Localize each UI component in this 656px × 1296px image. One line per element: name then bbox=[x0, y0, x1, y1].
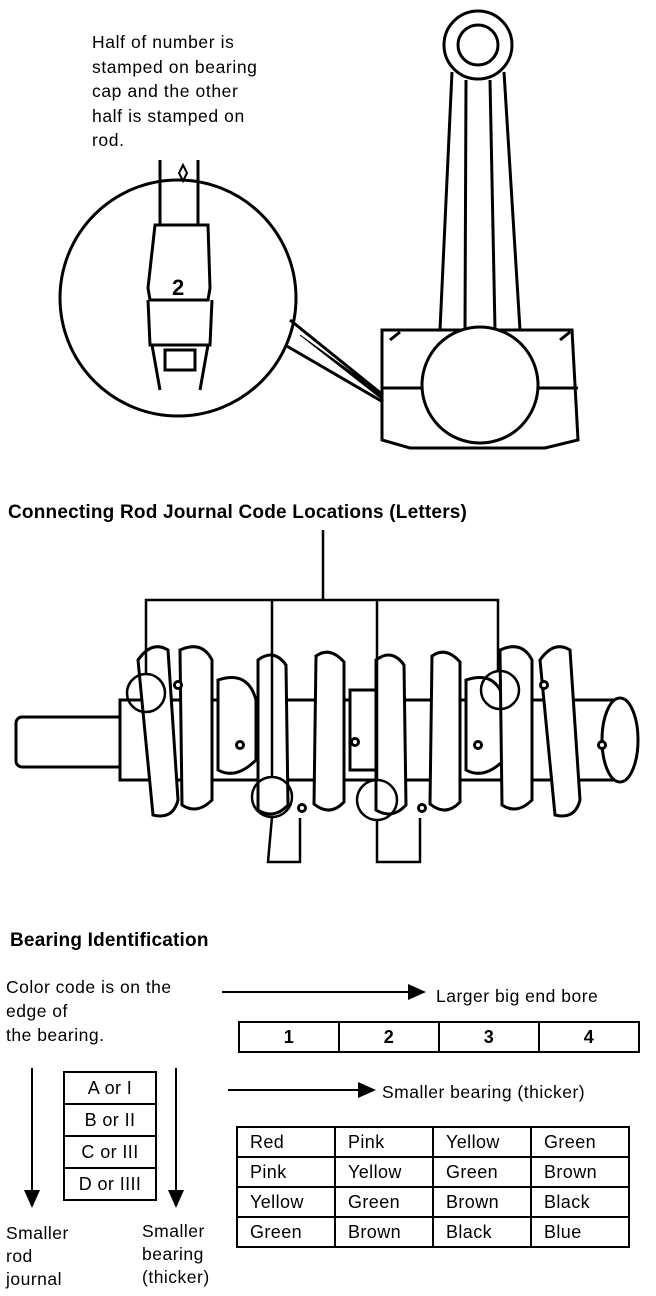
svg-text:2: 2 bbox=[172, 275, 184, 300]
bore-size-cell: 4 bbox=[538, 1021, 640, 1053]
larger-bore-label: Larger big end bore bbox=[436, 986, 599, 1006]
stamp-note: Half of number is stamped on bearing cap… bbox=[92, 32, 258, 150]
color-code-note: Color code is on the edge of the bearing… bbox=[6, 977, 172, 1045]
color-cell: Green bbox=[334, 1186, 434, 1218]
color-cell: Green bbox=[432, 1156, 532, 1188]
color-cell: Brown bbox=[432, 1186, 532, 1218]
color-cell: Red bbox=[236, 1126, 336, 1158]
color-cell: Brown bbox=[530, 1156, 630, 1188]
stamp-magnifier: 2 bbox=[58, 160, 384, 418]
crank-heading: Connecting Rod Journal Code Locations (L… bbox=[8, 502, 468, 523]
bearing-color-table: Red Pink Yellow Green Pink Yellow Green … bbox=[236, 1126, 630, 1248]
journal-code-table: A or I B or II C or III D or IIII bbox=[63, 1071, 157, 1201]
color-cell: Pink bbox=[334, 1126, 434, 1158]
journal-code-cell: C or III bbox=[63, 1135, 157, 1169]
color-cell: Blue bbox=[530, 1216, 630, 1248]
color-cell: Green bbox=[236, 1216, 336, 1248]
color-cell: Green bbox=[530, 1126, 630, 1158]
bore-size-cell: 3 bbox=[438, 1021, 540, 1053]
color-cell: Brown bbox=[334, 1216, 434, 1248]
color-cell: Yellow bbox=[432, 1126, 532, 1158]
color-cell: Black bbox=[432, 1216, 532, 1248]
bore-size-table: 1 2 3 4 bbox=[238, 1021, 640, 1053]
color-cell: Yellow bbox=[334, 1156, 434, 1188]
smaller-rod-journal-label: Smaller rod journal bbox=[6, 1223, 69, 1289]
journal-code-markers bbox=[125, 530, 521, 864]
bore-size-cell: 1 bbox=[238, 1021, 340, 1053]
journal-code-cell: B or II bbox=[63, 1103, 157, 1137]
smaller-bearing-label: Smaller bearing (thicker) bbox=[382, 1082, 586, 1102]
journal-code-cell: A or I bbox=[63, 1071, 157, 1105]
journal-code-cell: D or IIII bbox=[63, 1167, 157, 1201]
crankshaft bbox=[14, 645, 640, 818]
connecting-rod bbox=[380, 9, 580, 450]
smaller-bearing-side-label: Smaller bearing (thicker) bbox=[142, 1221, 210, 1287]
bore-size-cell: 2 bbox=[338, 1021, 440, 1053]
identification-arrows bbox=[24, 984, 426, 1208]
color-cell: Black bbox=[530, 1186, 630, 1218]
bearing-heading: Bearing Identification bbox=[10, 930, 209, 951]
color-cell: Yellow bbox=[236, 1186, 336, 1218]
color-cell: Pink bbox=[236, 1156, 336, 1188]
